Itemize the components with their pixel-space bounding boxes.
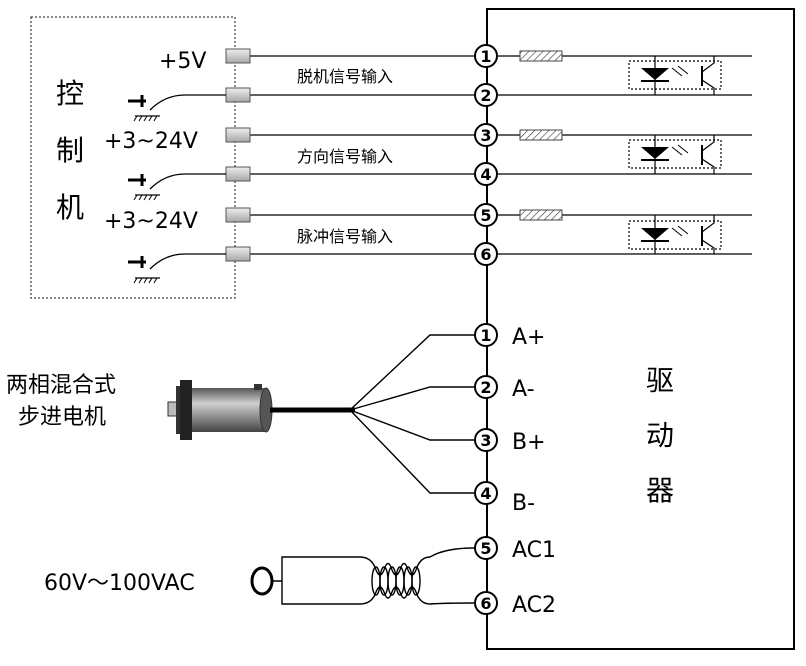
svg-text:6: 6 <box>480 245 491 264</box>
supply-label-24v-b: +3~24V <box>104 209 198 234</box>
signal-label-pulse: 脉冲信号输入 <box>297 227 393 246</box>
svg-text:5: 5 <box>480 206 491 225</box>
svg-text:2: 2 <box>480 86 491 105</box>
svg-text:3: 3 <box>480 126 491 145</box>
motor-cable <box>270 334 474 494</box>
motor-pin-a-plus: 1 A+ <box>474 323 545 350</box>
driver-title-char-2: 动 <box>646 419 674 452</box>
signal-pin-4: 4 <box>474 162 498 186</box>
controller-connectors <box>225 48 251 262</box>
driver-title-char-1: 驱 <box>646 364 674 397</box>
optocoupler-2 <box>628 135 722 174</box>
svg-text:A+: A+ <box>512 325 545 350</box>
controller-box <box>30 16 236 299</box>
power-pin-ac1: 5 AC1 <box>474 536 556 563</box>
signal-label-offline: 脱机信号输入 <box>297 67 393 86</box>
svg-text:AC1: AC1 <box>512 538 556 563</box>
power-label: 60V～100VAC <box>44 571 195 596</box>
power-cable <box>250 547 475 605</box>
motor-pin-b-minus: 4 B- <box>474 481 535 516</box>
signal-pin-2: 2 <box>474 83 498 107</box>
svg-text:B+: B+ <box>512 430 546 455</box>
signal-pin-3: 3 <box>474 123 498 147</box>
svg-text:3: 3 <box>480 431 491 450</box>
signal-pin-6: 6 <box>474 242 498 266</box>
svg-text:1: 1 <box>480 47 491 66</box>
ground-symbol-2 <box>128 173 226 201</box>
driver-title-char-3: 器 <box>646 474 674 507</box>
power-pin-ac2: 6 AC2 <box>474 591 556 618</box>
svg-text:5: 5 <box>480 539 491 558</box>
motor-pin-b-plus: 3 B+ <box>474 428 546 455</box>
supply-label-24v-a: +3~24V <box>104 129 198 154</box>
svg-text:A-: A- <box>512 377 535 402</box>
motor-label-line1: 两相混合式 <box>6 373 116 398</box>
svg-text:1: 1 <box>480 326 491 345</box>
signal-wires <box>250 55 752 255</box>
motor-pin-a-minus: 2 A- <box>474 375 535 402</box>
optocoupler-1 <box>628 56 722 95</box>
svg-text:AC2: AC2 <box>512 593 556 618</box>
signal-pin-5: 5 <box>474 203 498 227</box>
signal-pin-1: 1 <box>474 44 498 68</box>
signal-label-direction: 方向信号输入 <box>297 147 393 166</box>
ground-symbol-3 <box>128 253 226 284</box>
controller-title-char-1: 控 <box>56 77 84 110</box>
motor-label-line2: 步进电机 <box>18 405 106 430</box>
svg-text:6: 6 <box>480 594 491 613</box>
svg-text:2: 2 <box>480 378 491 397</box>
svg-text:4: 4 <box>480 484 491 503</box>
ground-symbol-1 <box>128 94 226 122</box>
resistors <box>519 50 563 221</box>
svg-text:B-: B- <box>512 491 535 516</box>
controller-title-char-2: 制 <box>56 134 84 167</box>
svg-text:4: 4 <box>480 165 491 184</box>
controller-title-char-3: 机 <box>56 191 84 224</box>
supply-label-5v: +5V <box>159 49 206 74</box>
stepper-motor <box>167 380 273 440</box>
optocoupler-3 <box>628 215 722 254</box>
